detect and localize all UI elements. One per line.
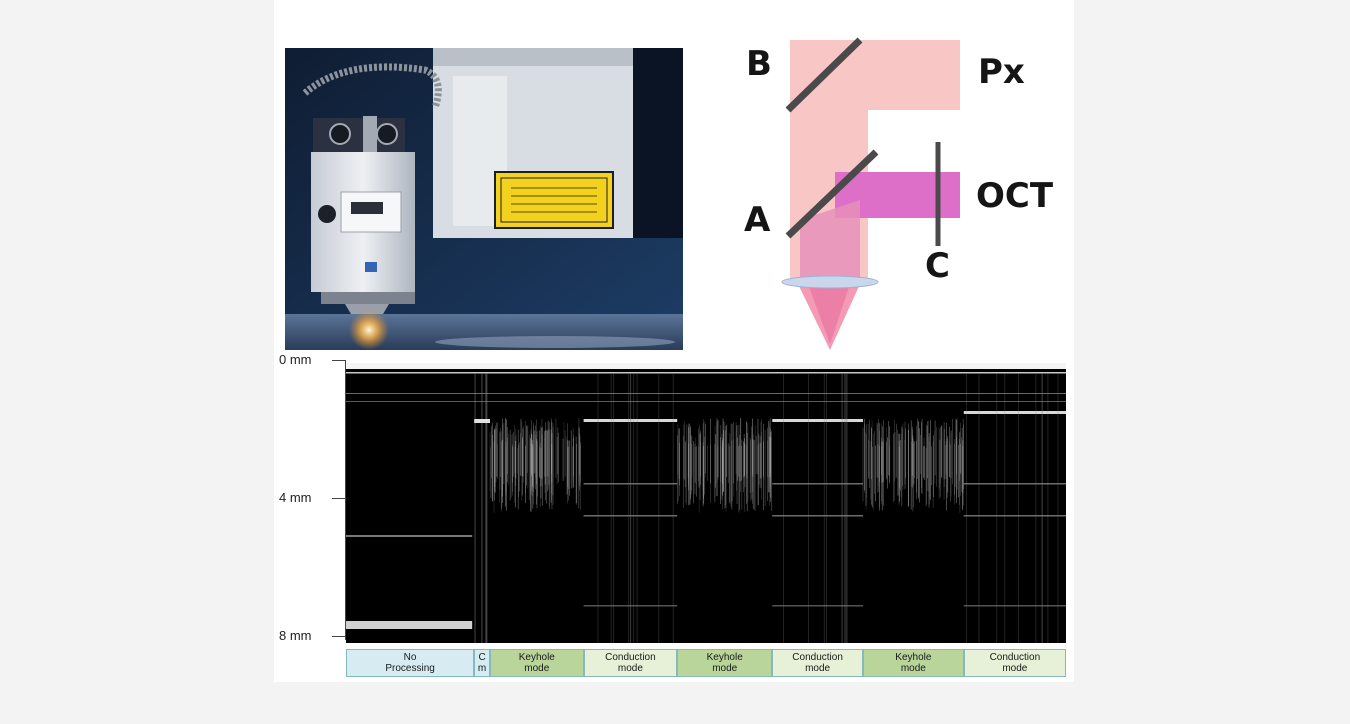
optics-diagram: B A C Px OCT <box>720 30 1080 360</box>
segment-6: Keyhole mode <box>862 649 964 677</box>
lens <box>781 275 879 289</box>
segment-4: Keyhole mode <box>677 649 773 677</box>
segment-1: C m <box>474 649 490 677</box>
label-a: A <box>744 200 771 240</box>
y-tick-label-4: 4 mm <box>279 490 312 505</box>
y-tick-0 <box>332 360 346 361</box>
label-oct: OCT <box>976 176 1054 216</box>
y-tick-label-8: 8 mm <box>279 628 312 643</box>
mirror-b <box>785 37 863 113</box>
mirror-a <box>785 149 879 239</box>
y-tick-label-0: 0 mm <box>279 352 312 367</box>
laser-head-photo <box>285 48 683 350</box>
label-c: C <box>925 246 950 286</box>
oct-bscan-image <box>346 363 1066 643</box>
segment-7: Conduction mode <box>963 649 1066 677</box>
y-tick-8 <box>332 636 346 637</box>
segment-2: Keyhole mode <box>490 649 584 677</box>
segment-0: No Processing <box>346 649 475 677</box>
segment-3: Conduction mode <box>583 649 678 677</box>
warning-sign-icon <box>494 171 614 229</box>
label-b: B <box>746 44 772 84</box>
y-axis-line <box>345 360 346 640</box>
label-px: Px <box>978 52 1025 92</box>
y-tick-4 <box>332 498 346 499</box>
segment-5: Conduction mode <box>772 649 863 677</box>
